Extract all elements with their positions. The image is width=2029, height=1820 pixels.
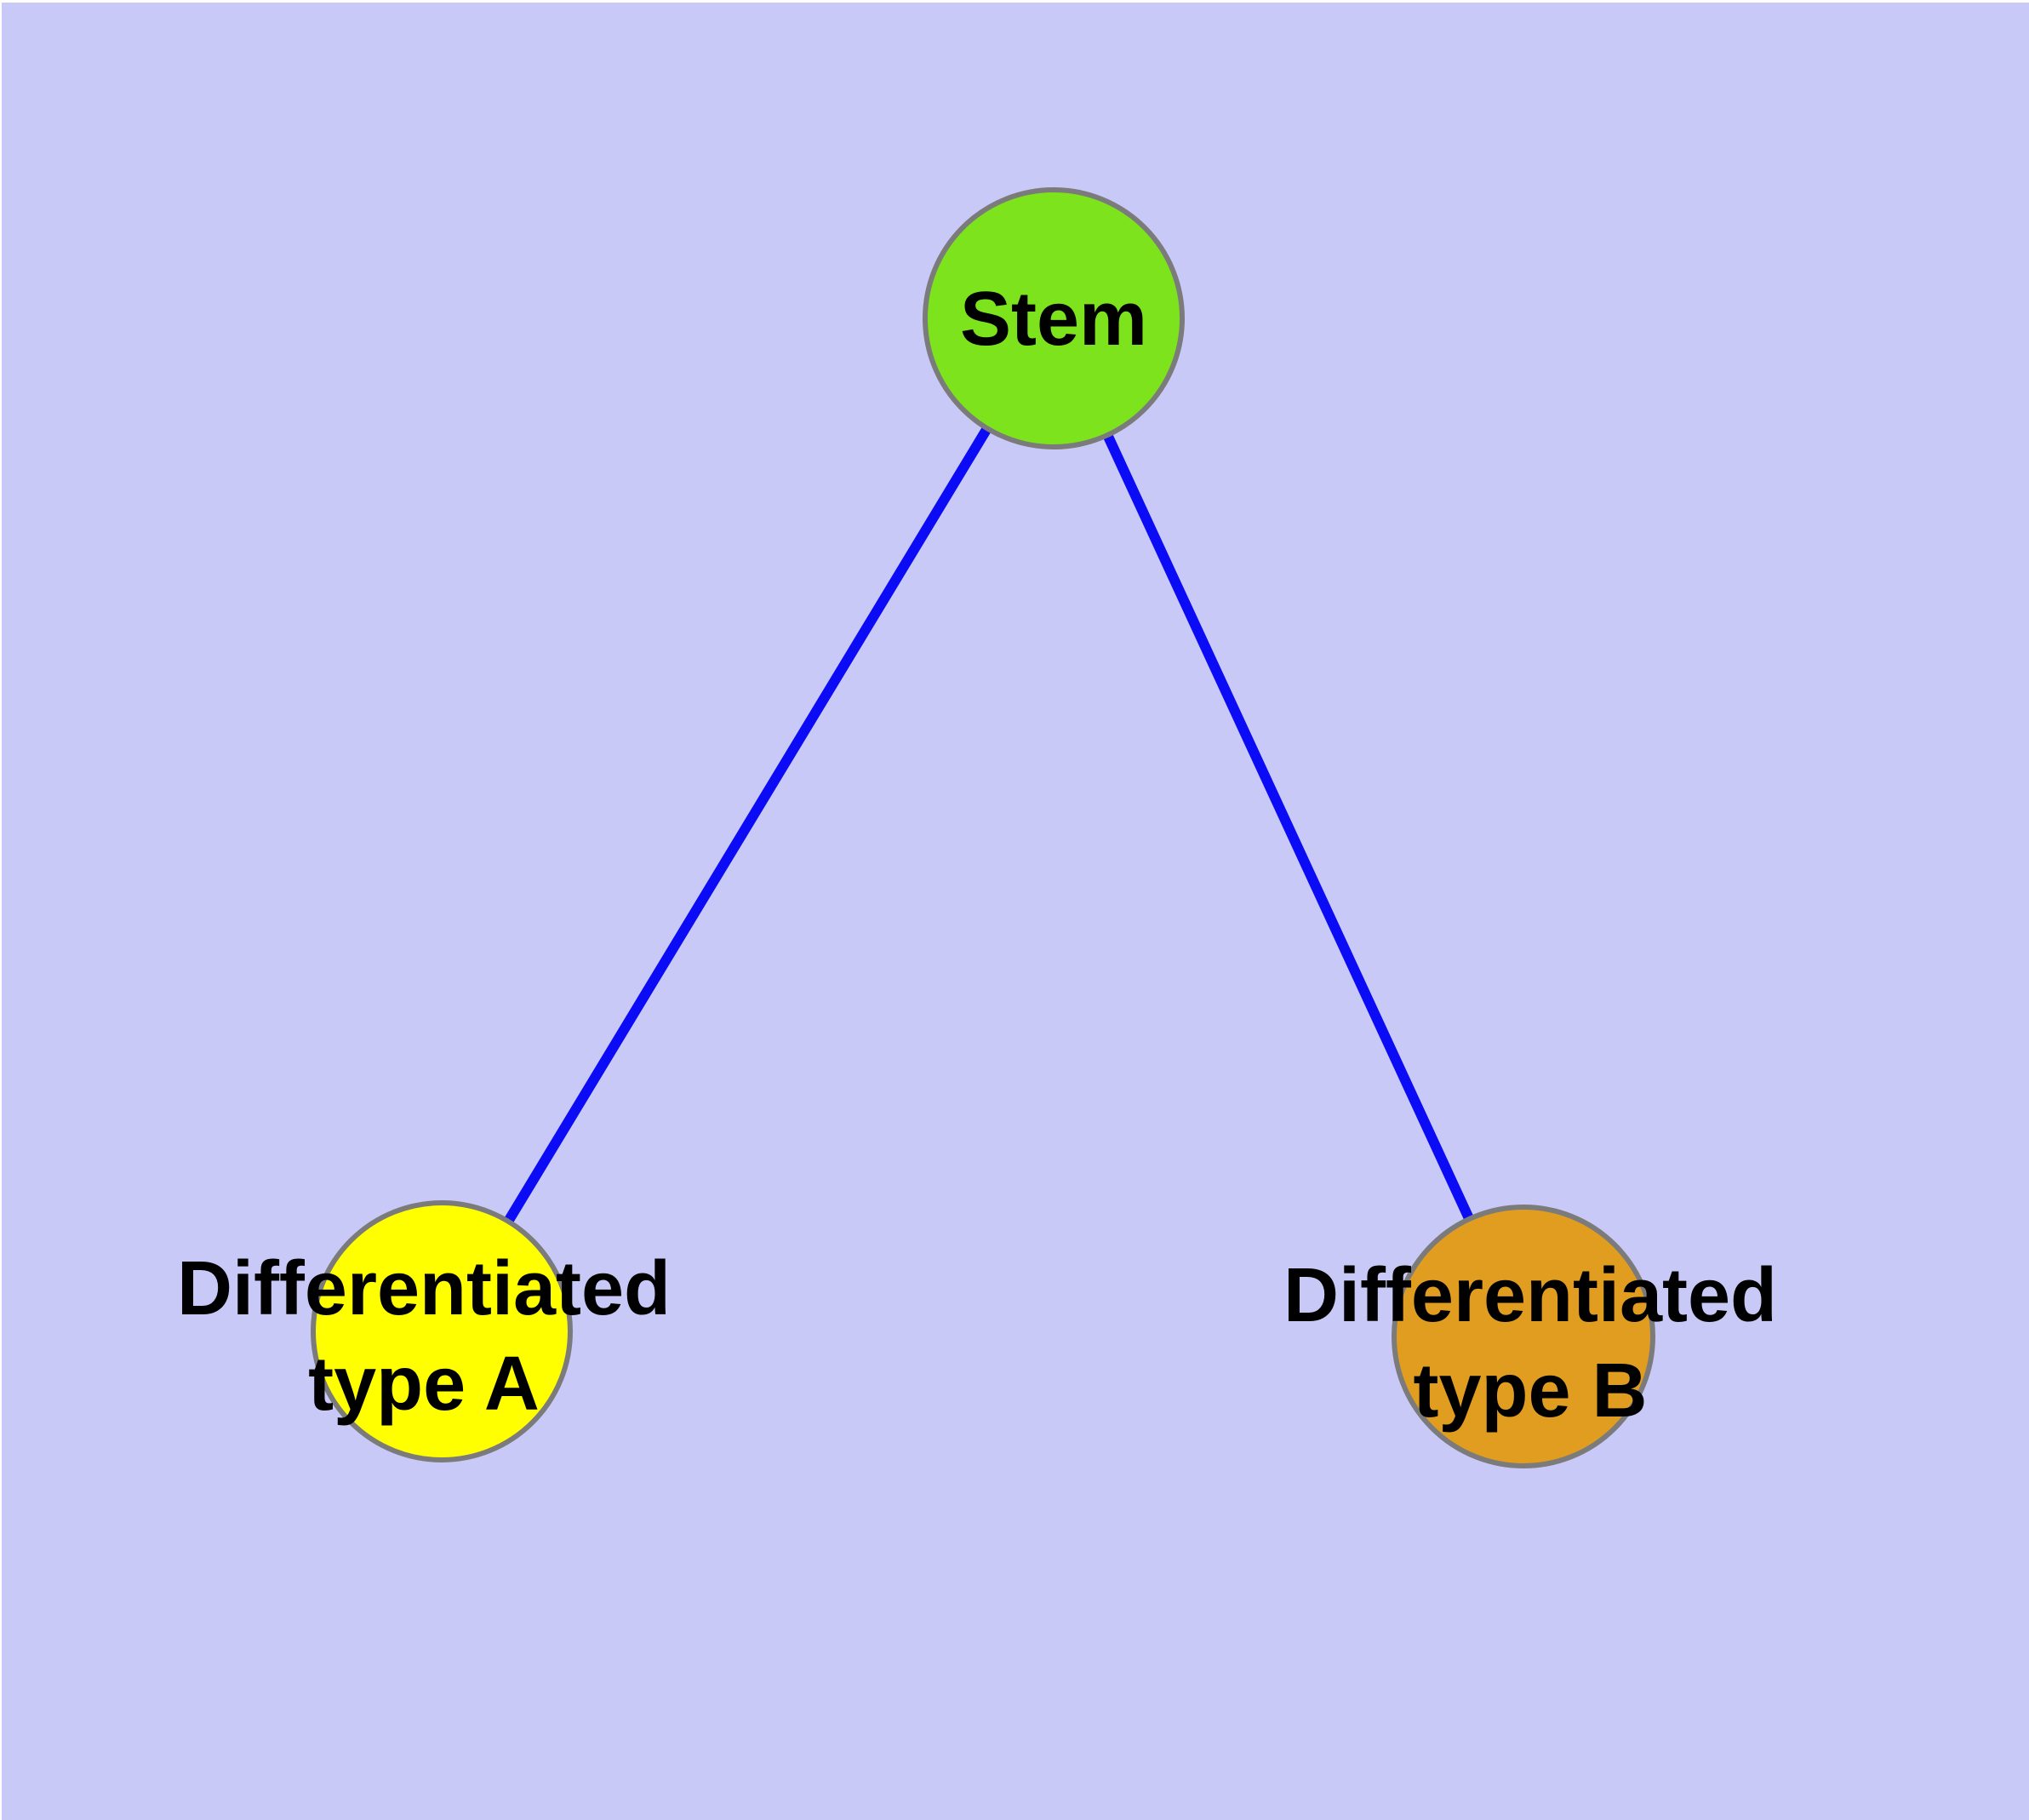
- edge-stem-to-type-a: [437, 315, 1059, 1335]
- node-type-a-label-line1: Differentiated: [177, 1246, 671, 1331]
- node-type-a-circle: [311, 1200, 573, 1462]
- node-type-b-label-line1: Differentiated: [1283, 1253, 1777, 1338]
- node-stem-circle: [923, 187, 1185, 449]
- node-type-b-label-line2: type B: [1413, 1348, 1647, 1434]
- node-type-a-label-line2: type A: [308, 1342, 540, 1427]
- edge-stem-to-type-b: [1049, 316, 1529, 1339]
- node-type-b-circle: [1392, 1205, 1655, 1468]
- node-stem-label: Stem: [960, 277, 1147, 362]
